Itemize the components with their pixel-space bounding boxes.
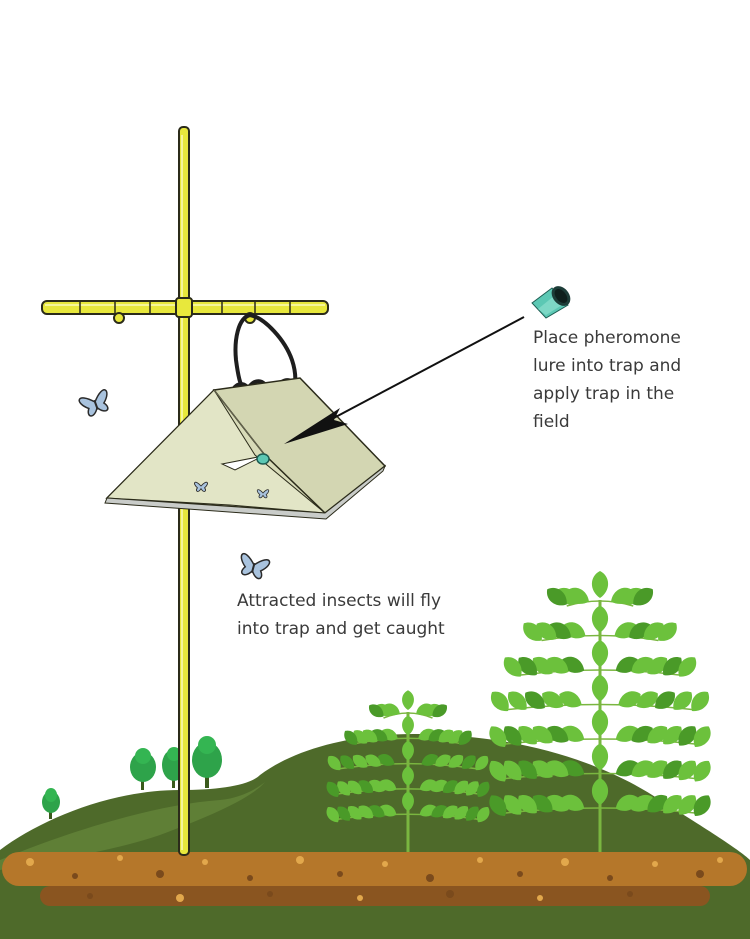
butterfly-icon [240, 553, 271, 580]
insects-caption-line: Attracted insects will fly [237, 591, 442, 611]
plant-icon [326, 690, 490, 855]
lure-caption-line: apply trap in the [533, 384, 675, 404]
butterfly-icon [256, 489, 270, 499]
pointer-arrow-icon [284, 316, 525, 444]
soil [2, 852, 747, 906]
lure-caption-line: field [533, 412, 570, 432]
insects-caption: Attracted insects will fly into trap and… [237, 587, 445, 643]
lure-caption: Place pheromone lure into trap and apply… [533, 324, 681, 436]
delta-trap-icon [104, 377, 387, 520]
tree-icon [42, 788, 60, 819]
pheromone-lure-icon [256, 453, 270, 465]
butterfly-icon [78, 389, 109, 417]
lure-caption-line: lure into trap and [533, 356, 682, 376]
lure-caption-line: Place pheromone [533, 328, 681, 348]
tree-icon [192, 736, 222, 788]
plant-icon [489, 571, 711, 858]
insects-caption-line: into trap and get caught [237, 619, 445, 639]
pheromone-lure-icon [531, 286, 571, 319]
tree-icon [130, 748, 156, 790]
butterfly-icon [194, 481, 208, 492]
crossbar-icon [41, 297, 329, 324]
